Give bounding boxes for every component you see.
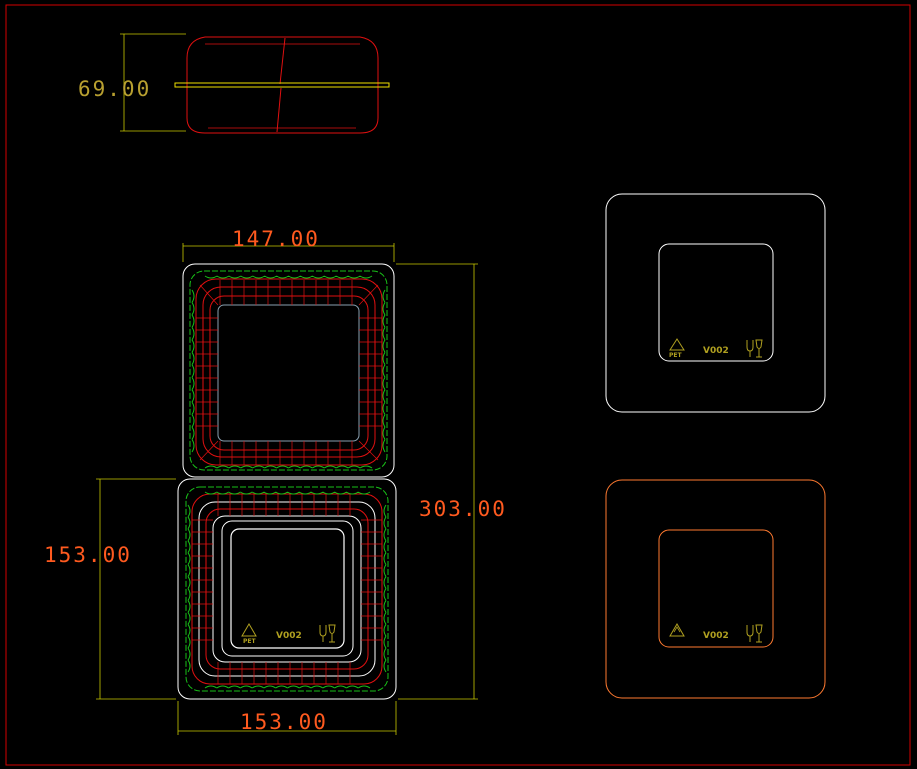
lid-bottom-view — [605, 193, 826, 413]
plan-dimension-lines — [96, 243, 478, 735]
recycle-triangle-icon — [669, 623, 685, 637]
base-bottom-view — [605, 479, 826, 699]
base-code-label: V002 — [276, 631, 302, 641]
lid-rib-grid — [196, 280, 382, 465]
base-bottom-markings: V002 — [669, 623, 763, 643]
scallop-edge — [191, 289, 195, 453]
recycle-material-label: PET — [669, 352, 682, 359]
recycle-material-label: PET — [243, 638, 256, 645]
fork-glass-icon — [746, 624, 763, 643]
drawing-frame — [5, 4, 911, 766]
bottom-length-dimension-label: 153.00 — [44, 543, 132, 567]
recycle-triangle-icon: PET — [241, 623, 257, 645]
lid-code-label: V002 — [703, 346, 729, 356]
bottom-width-dimension-label: 153.00 — [240, 710, 328, 734]
lid-plan-view — [182, 263, 395, 478]
height-dimension-label: 69.00 — [78, 77, 151, 101]
scallop-edge — [204, 465, 373, 469]
base-rib-grid — [192, 494, 382, 684]
scallop-edge — [187, 504, 191, 673]
fork-glass-icon — [319, 624, 336, 643]
base-markings: PET V002 — [241, 623, 336, 645]
base-plan-view — [177, 478, 397, 700]
scallop-edge — [383, 504, 387, 673]
side-elevation-view — [120, 33, 390, 134]
scallop-edge — [382, 289, 386, 453]
fork-glass-icon — [746, 339, 763, 358]
recycle-triangle-icon: PET — [669, 338, 685, 359]
lid-markings: PET V002 — [669, 338, 763, 359]
base-bottom-code-label: V002 — [703, 631, 729, 641]
scallop-edge — [204, 275, 373, 279]
top-width-dimension-label: 147.00 — [232, 227, 320, 251]
total-length-dimension-label: 303.00 — [419, 497, 507, 521]
scallop-edge — [204, 491, 371, 495]
scalloped-flange-edges — [187, 275, 387, 689]
scallop-edge — [204, 685, 371, 689]
